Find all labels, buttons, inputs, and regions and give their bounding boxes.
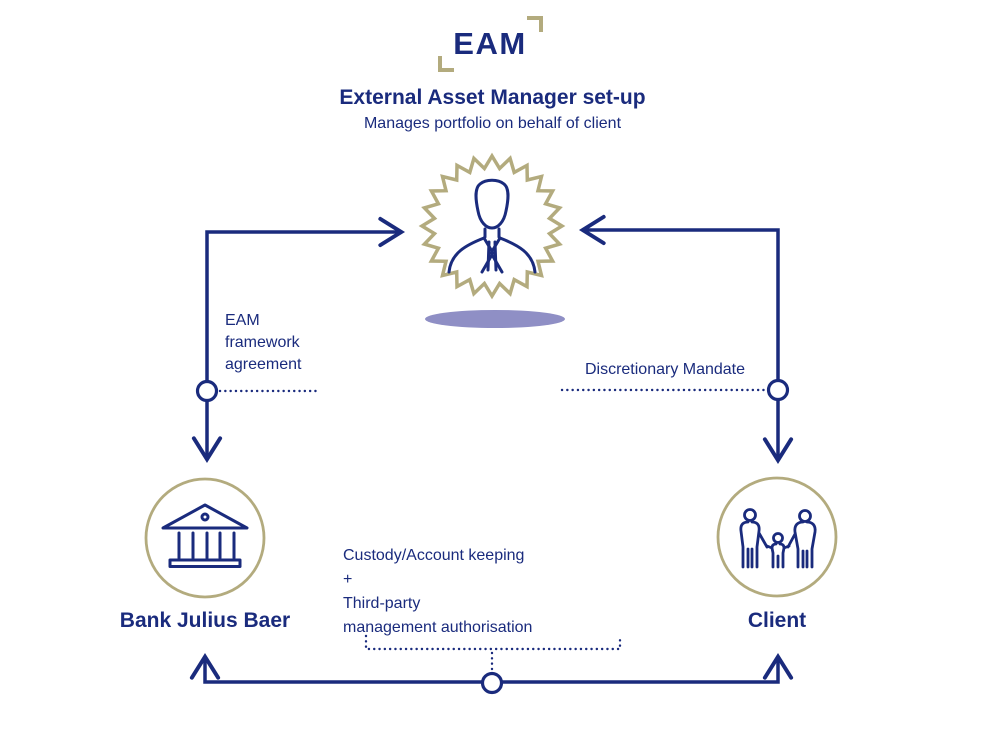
discretionary-mandate-label: Discretionary Mandate xyxy=(584,361,746,378)
mandate-node-circle xyxy=(766,378,790,402)
page-title: External Asset Manager set-up xyxy=(339,86,646,109)
bank-client-connector xyxy=(189,634,794,695)
businessman-shoulders xyxy=(447,236,537,274)
bank-base xyxy=(168,558,242,568)
client-eam-arrow-line xyxy=(578,214,794,465)
custody-label-line4: management authorisation xyxy=(343,619,533,636)
bank-node-label: Bank Julius Baer xyxy=(119,609,291,632)
page-subtitle: Manages portfolio on behalf of client xyxy=(363,115,622,132)
family-man-head xyxy=(743,508,757,522)
custody-label-line3: Third-party xyxy=(343,595,421,612)
businessman-head xyxy=(474,178,510,230)
client-circle xyxy=(716,476,838,598)
bank-eam-connector xyxy=(191,216,406,464)
businessman-tie xyxy=(486,240,498,272)
businessman-neck xyxy=(483,227,501,239)
custody-dotted-bracket xyxy=(364,634,622,651)
framework-label-line2: framework xyxy=(225,334,300,351)
family-child-body xyxy=(765,542,791,569)
bank-circle xyxy=(144,477,266,599)
framework-label-line1: EAM xyxy=(225,312,260,329)
businessman-icon xyxy=(447,178,537,274)
client-eam-connector xyxy=(560,214,794,465)
custody-label-line2: + xyxy=(343,571,353,588)
bank-pediment xyxy=(161,503,249,530)
framework-label-line3: agreement xyxy=(225,356,302,373)
family-man-body xyxy=(739,520,769,569)
businessman-lapels xyxy=(480,236,504,274)
custody-label: Custody/Account keeping + Third-party ma… xyxy=(343,544,643,640)
family-child-head xyxy=(772,532,784,544)
framework-agreement-label: EAM framework agreement xyxy=(225,310,302,376)
family-woman-body xyxy=(786,520,817,569)
bank-icon xyxy=(161,503,249,568)
family-woman-head xyxy=(798,509,812,523)
bank-pediment-dot xyxy=(200,512,210,522)
logo-corner-bracket-top-right xyxy=(527,16,543,32)
custody-label-line1: Custody/Account keeping xyxy=(343,547,525,564)
bank-columns xyxy=(177,531,236,560)
custody-node-circle xyxy=(480,671,504,695)
logo-corner-bracket-bottom-left xyxy=(438,56,454,72)
client-node-label: Client xyxy=(747,609,807,632)
eam-logo-text: EAM xyxy=(453,26,527,61)
eam-shadow-ellipse xyxy=(425,310,565,328)
framework-node-circle xyxy=(195,379,219,403)
family-icon xyxy=(739,508,817,569)
starburst-badge xyxy=(418,152,566,300)
